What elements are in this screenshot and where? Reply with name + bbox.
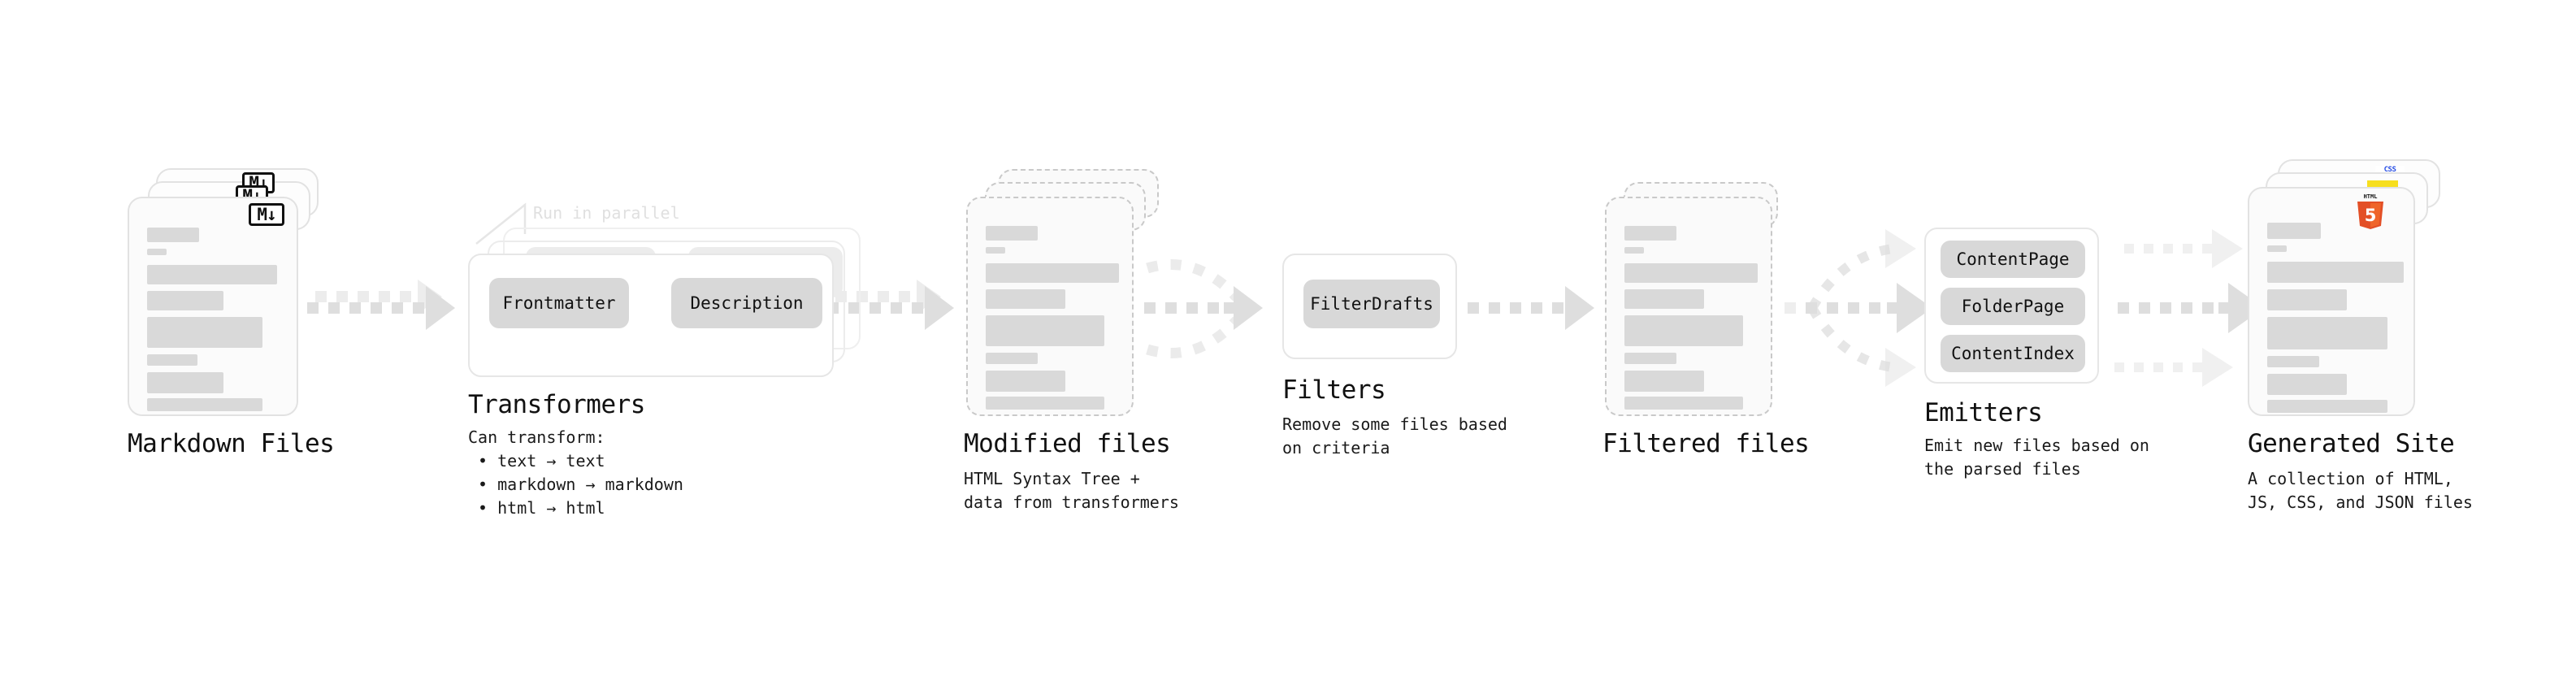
markdown-card[interactable] [128, 197, 298, 416]
skeleton-bar [986, 371, 1065, 392]
transformer-pill-frontmatter[interactable]: Frontmatter [489, 278, 629, 328]
skeleton-bar [1624, 397, 1743, 410]
skeleton-bar [1624, 315, 1743, 346]
skeleton-bar [2267, 374, 2347, 395]
emitter-pill-folderpage[interactable]: FolderPage [1941, 288, 2085, 325]
skeleton-bar [2267, 317, 2387, 349]
skeleton-bar [986, 226, 1038, 241]
skeleton-bar [2267, 289, 2347, 310]
filtered-card[interactable] [1605, 197, 1772, 416]
skeleton-bar [1624, 263, 1758, 283]
stage-title-generated-site: Generated Site [2248, 429, 2455, 458]
stage-subtitle-emitters: Emit new files based on the parsed files [1924, 436, 2149, 479]
css-icon-label: CSS [2383, 166, 2396, 174]
skeleton-bar [986, 315, 1104, 346]
skeleton-bar [1624, 353, 1676, 364]
emitter-pill-contentindex-label: ContentIndex [1951, 344, 2075, 363]
skeleton-bar [1624, 247, 1644, 254]
skeleton-bar [147, 317, 262, 348]
skeleton-bar [2267, 223, 2321, 239]
run-in-parallel-annotation: Run in parallel [533, 203, 680, 223]
html5-icon: HTML 5 [2357, 193, 2383, 229]
markdown-icon-label: M↓ [257, 204, 276, 224]
emitter-pill-contentpage-label: ContentPage [1956, 249, 2070, 269]
skeleton-bar [147, 291, 223, 310]
filter-pill-filterdrafts-label: FilterDrafts [1310, 294, 1433, 314]
skeleton-bar [1624, 371, 1704, 392]
stage-title-modified-files: Modified files [964, 429, 1171, 458]
generated-card[interactable] [2248, 187, 2415, 416]
skeleton-bar [986, 247, 1005, 254]
stage-title-emitters: Emitters [1924, 398, 2043, 427]
transformer-pill-description-label: Description [690, 293, 804, 313]
skeleton-bar [147, 265, 277, 284]
skeleton-bar [1624, 289, 1704, 309]
transformers-container[interactable]: Frontmatter Description [468, 254, 834, 377]
stage-subtitle-transformers: Can transform: • text → text • markdown … [468, 427, 683, 518]
emitter-pill-contentpage[interactable]: ContentPage [1941, 241, 2085, 278]
stage-subtitle-filters: Remove some files based on criteria [1282, 414, 1507, 458]
skeleton-bar [147, 249, 167, 255]
skeleton-bar [986, 263, 1119, 283]
transformer-pill-frontmatter-label: Frontmatter [502, 293, 616, 313]
skeleton-bar [1624, 226, 1676, 241]
markdown-icon: M↓ [249, 203, 284, 226]
skeleton-bar [2267, 245, 2287, 252]
svg-text:5: 5 [2365, 206, 2377, 225]
skeleton-bar [986, 397, 1104, 410]
emitter-pill-contentindex[interactable]: ContentIndex [1941, 335, 2085, 372]
svg-text:HTML: HTML [2364, 193, 2378, 200]
emitter-pill-folderpage-label: FolderPage [1961, 297, 2065, 316]
stage-title-filters: Filters [1282, 375, 1386, 405]
skeleton-bar [147, 354, 197, 366]
transformer-pill-description[interactable]: Description [671, 278, 822, 328]
modified-card[interactable] [966, 197, 1134, 416]
stage-title-filtered-files: Filtered files [1602, 429, 1810, 458]
skeleton-bar [2267, 400, 2387, 413]
skeleton-bar [986, 353, 1038, 364]
stage-title-transformers: Transformers [468, 390, 645, 419]
filter-pill-filterdrafts[interactable]: FilterDrafts [1303, 280, 1440, 328]
stage-subtitle-modified-files: HTML Syntax Tree + data from transformer… [964, 469, 1179, 512]
skeleton-bar [2267, 262, 2404, 283]
skeleton-bar [986, 289, 1065, 309]
stage-title-markdown-files: Markdown Files [128, 429, 335, 458]
skeleton-bar [147, 398, 262, 411]
skeleton-bar [147, 372, 223, 393]
filters-container[interactable]: FilterDrafts [1282, 254, 1457, 359]
skeleton-bar [147, 228, 199, 242]
skeleton-bar [2267, 356, 2319, 367]
emitters-container[interactable]: ContentPage FolderPage ContentIndex [1924, 228, 2099, 384]
stage-subtitle-generated-site: A collection of HTML, JS, CSS, and JSON … [2248, 469, 2473, 512]
